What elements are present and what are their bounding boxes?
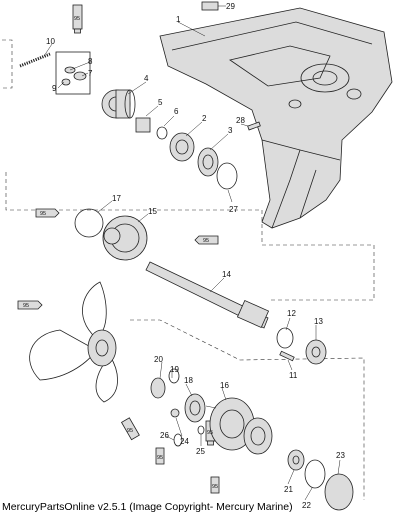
callout-23: 23 (336, 451, 345, 460)
callout-27: 27 (229, 205, 238, 214)
thrust-ring (276, 327, 294, 349)
callout-8: 8 (88, 57, 93, 66)
callout-15: 15 (148, 207, 157, 216)
washer (170, 408, 180, 418)
seal (168, 368, 180, 384)
thrust-bearing (287, 449, 305, 471)
pin (247, 121, 261, 131)
tube-label: 95 (207, 430, 213, 436)
callout-9: 9 (52, 84, 57, 93)
tube-label: 95 (127, 428, 133, 434)
part-29-shape (201, 1, 219, 11)
grease-tube-icon (72, 4, 83, 34)
callout-26: 26 (160, 431, 169, 440)
grease-tube-icon (210, 476, 220, 494)
callout-29: 29 (226, 2, 235, 11)
small-ring (197, 425, 205, 435)
tube-label: 95 (203, 238, 209, 244)
callout-3: 3 (228, 126, 233, 135)
thrust-hub (324, 473, 354, 511)
callout-1: 1 (176, 15, 181, 24)
callout-24: 24 (180, 437, 189, 446)
reverse-gear (184, 393, 206, 423)
lower-bearing-carrier (209, 397, 273, 455)
callout-14: 14 (222, 270, 231, 279)
callout-4: 4 (144, 74, 149, 83)
tube-label: 95 (212, 484, 218, 490)
callout-2: 2 (202, 114, 207, 123)
callout-7: 7 (88, 69, 93, 78)
lower-dashed-outline (130, 319, 365, 500)
grease-tube-icon (155, 447, 165, 465)
clutch (305, 339, 327, 365)
forward-gear (102, 215, 148, 261)
callout-labels: 1 2 3 4 5 6 7 8 9 10 11 12 13 14 15 16 1… (46, 2, 345, 510)
callout-10: 10 (46, 37, 55, 46)
image-caption: MercuryPartsOnline v2.5.1 (Image Copyrig… (2, 501, 293, 513)
grease-tube-icon (17, 300, 43, 310)
thrust-washer (304, 459, 326, 489)
bearing (150, 377, 166, 399)
grease-tube-icon (194, 235, 219, 245)
tube-label: 95 (157, 455, 163, 461)
retaining-ring (156, 126, 168, 140)
callout-6: 6 (174, 107, 179, 116)
shim (216, 162, 238, 190)
tube-label: 95 (40, 211, 46, 217)
callout-22: 22 (302, 501, 311, 510)
callout-20: 20 (154, 355, 163, 364)
tube-label: 95 (23, 303, 29, 309)
callout-16: 16 (220, 381, 229, 390)
bearing-carrier (101, 89, 136, 119)
shift-spring (19, 52, 51, 68)
tube-labels: 95 95 95 95 95 95 95 95 (23, 16, 218, 490)
propeller-shaft (145, 261, 270, 329)
callout-25: 25 (196, 447, 205, 456)
pinion-bearing (169, 132, 195, 162)
callout-21: 21 (284, 485, 293, 494)
grease-tube-icon (35, 208, 60, 218)
bearing-cup (197, 147, 219, 177)
callout-5: 5 (158, 98, 163, 107)
callout-28: 28 (236, 116, 245, 125)
upper-dashed-outline (2, 39, 13, 89)
callout-17: 17 (112, 194, 121, 203)
needle-bearing (135, 117, 151, 133)
callout-19: 19 (170, 365, 179, 374)
grease-tube-icon (120, 417, 140, 441)
o-ring (74, 208, 104, 238)
callout-12: 12 (287, 309, 296, 318)
propeller (29, 281, 118, 403)
gear-housing (159, 7, 393, 229)
callout-11: 11 (289, 371, 298, 380)
cross-pin (279, 350, 295, 362)
leader-lines (43, 21, 341, 501)
tube-label: 95 (74, 16, 80, 22)
mid-dashed-outline (5, 172, 375, 301)
callout-18: 18 (184, 376, 193, 385)
shift-parts-tray (55, 51, 91, 95)
callout-13: 13 (314, 317, 323, 326)
